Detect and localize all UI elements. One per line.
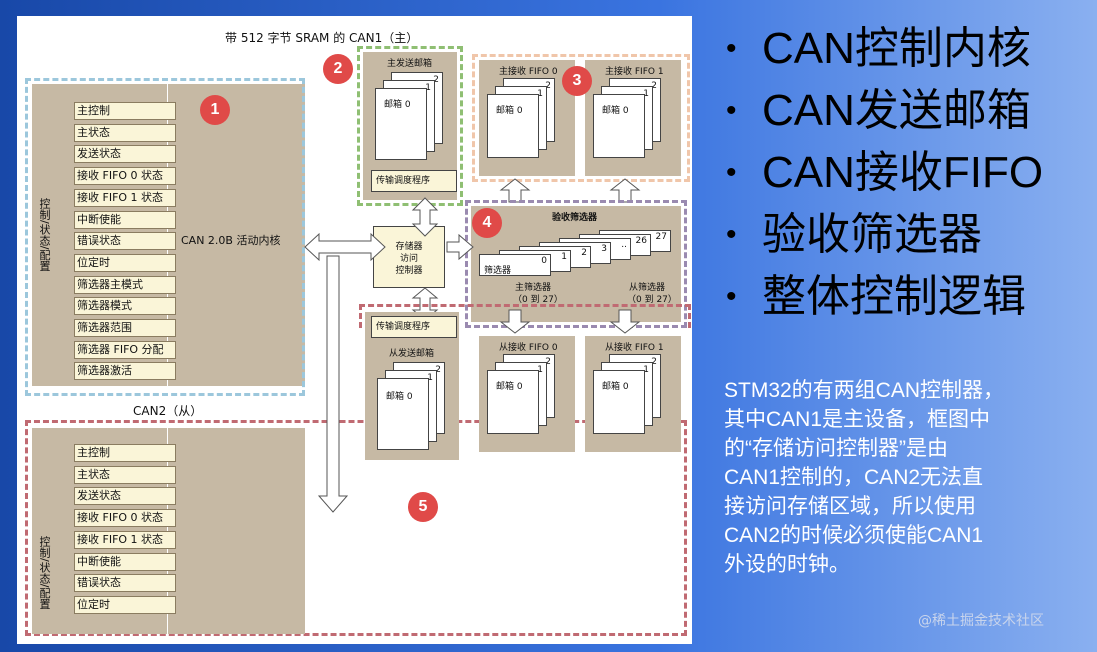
filter-title: 验收筛选器	[552, 213, 598, 223]
can1-register: 筛选器主模式	[74, 275, 176, 294]
bullet-dot-icon: •	[726, 94, 737, 127]
circle-1: 1	[200, 95, 230, 125]
description-line: 的“存储访问控制器”是由	[724, 437, 948, 460]
can1-register: 筛选器 FIFO 分配	[74, 340, 176, 359]
master-rx-fifo-region	[472, 54, 690, 182]
description-line: 其中CAN1是主设备，框图中	[724, 408, 991, 431]
bullet-dot-icon: •	[726, 32, 737, 65]
can2-register: 接收 FIFO 0 状态	[74, 509, 176, 528]
slave-fifo1-mailbox: 邮箱 0	[593, 370, 645, 434]
bullet-item: •CAN控制内核	[722, 18, 1092, 80]
bullet-dot-icon: •	[726, 280, 737, 313]
bullet-list: •CAN控制内核•CAN发送邮箱•CAN接收FIFO•验收筛选器•整体控制逻辑	[722, 18, 1092, 328]
slave-fifo0-title: 从接收 FIFO 0	[499, 343, 558, 353]
bullet-dot-icon: •	[726, 218, 737, 251]
description-line: CAN1控制的，CAN2无法直	[724, 466, 984, 489]
can1-register: 筛选器模式	[74, 297, 176, 316]
can1-register: 接收 FIFO 0 状态	[74, 167, 176, 186]
bullet-item: •验收筛选器	[722, 204, 1092, 266]
slave-tx-title: 从发送邮箱	[389, 349, 435, 359]
can2-register: 位定时	[74, 595, 176, 614]
slave-filter-label: 从筛选器	[629, 283, 666, 293]
storage-access-controller: 存储器 访问 控制器	[373, 226, 445, 288]
master-tx-region	[357, 46, 463, 206]
can1-register: 发送状态	[74, 145, 176, 164]
description-line: 外设的时钟。	[724, 553, 850, 576]
can1-register: 主控制	[74, 102, 176, 120]
core-label: CAN 2.0B 活动内核	[181, 234, 281, 247]
master-scheduler: 传输调度程序	[371, 170, 457, 192]
master-filter-label: 主筛选器	[515, 283, 552, 293]
circle-3: 3	[562, 66, 592, 96]
slave-filter-range: （0 到 27）	[627, 295, 677, 305]
bullet-item: •整体控制逻辑	[722, 266, 1092, 328]
acceptance-filter-region	[465, 200, 687, 328]
can1-register: 中断使能	[74, 210, 176, 229]
bullet-dot-icon: •	[726, 156, 737, 189]
can2-register: 接收 FIFO 1 状态	[74, 530, 176, 549]
can2-label: CAN2（从）	[133, 404, 203, 418]
can2-register: 主控制	[74, 444, 176, 462]
description: STM32的有两组CAN控制器， 其中CAN1是主设备，框图中的“存储访问控制器”…	[724, 376, 1094, 579]
master-fifo0-mailbox: 邮箱 0	[487, 94, 539, 158]
can2-ctrl-vertical-label: 控制/状态/配置	[38, 536, 51, 610]
master-fifo1-title: 主接收 FIFO 1	[605, 67, 664, 77]
can2-register: 发送状态	[74, 487, 176, 506]
bullet-item: •CAN发送邮箱	[722, 80, 1092, 142]
can1-register: 接收 FIFO 1 状态	[74, 188, 176, 207]
master-fifo1-mailbox: 邮箱 0	[593, 94, 645, 158]
master-tx-title: 主发送邮箱	[387, 59, 433, 69]
description-line: CAN2的时候必须使能CAN1	[724, 524, 984, 547]
slave-fifo1-title: 从接收 FIFO 1	[605, 343, 664, 353]
master-fifo0-title: 主接收 FIFO 0	[499, 67, 558, 77]
circle-2: 2	[323, 54, 353, 84]
can1-register: 筛选器范围	[74, 319, 176, 337]
can2-register: 错误状态	[74, 574, 176, 593]
can-block-diagram: 带 512 字节 SRAM 的 CAN1（主） 控制/状态/配置 主控制主状态发…	[17, 16, 692, 644]
can1-register: 主状态	[74, 123, 176, 142]
master-tx-mailbox: 邮箱 0	[375, 88, 427, 160]
can2-register: 中断使能	[74, 552, 176, 571]
circle-5: 5	[408, 492, 438, 522]
description-line: STM32的有两组CAN控制器，	[724, 379, 1005, 402]
description-line: 接访问存储区域，所以使用	[724, 495, 976, 518]
bullet-item: •CAN接收FIFO	[722, 142, 1092, 204]
circle-4: 4	[472, 208, 502, 238]
arrows-down-to-slave-fifo	[499, 309, 641, 334]
can1-core-region	[25, 78, 305, 396]
can1-register: 错误状态	[74, 232, 176, 251]
filter-label: 筛选器	[484, 266, 512, 276]
can1-register: 筛选器激活	[74, 362, 176, 381]
watermark: @稀土掘金技术社区	[918, 613, 1044, 629]
diagram-title: 带 512 字节 SRAM 的 CAN1（主）	[225, 31, 419, 45]
can1-register: 位定时	[74, 253, 176, 272]
can1-ctrl-vertical-label: 控制/状态/配置	[38, 198, 51, 272]
master-filter-range: （0 到 27）	[513, 295, 563, 305]
slave-tx-mailbox: 邮箱 0	[377, 378, 429, 450]
can2-register: 主状态	[74, 465, 176, 484]
slave-fifo0-mailbox: 邮箱 0	[487, 370, 539, 434]
slave-scheduler: 传输调度程序	[371, 316, 457, 338]
can2-region	[25, 420, 687, 636]
